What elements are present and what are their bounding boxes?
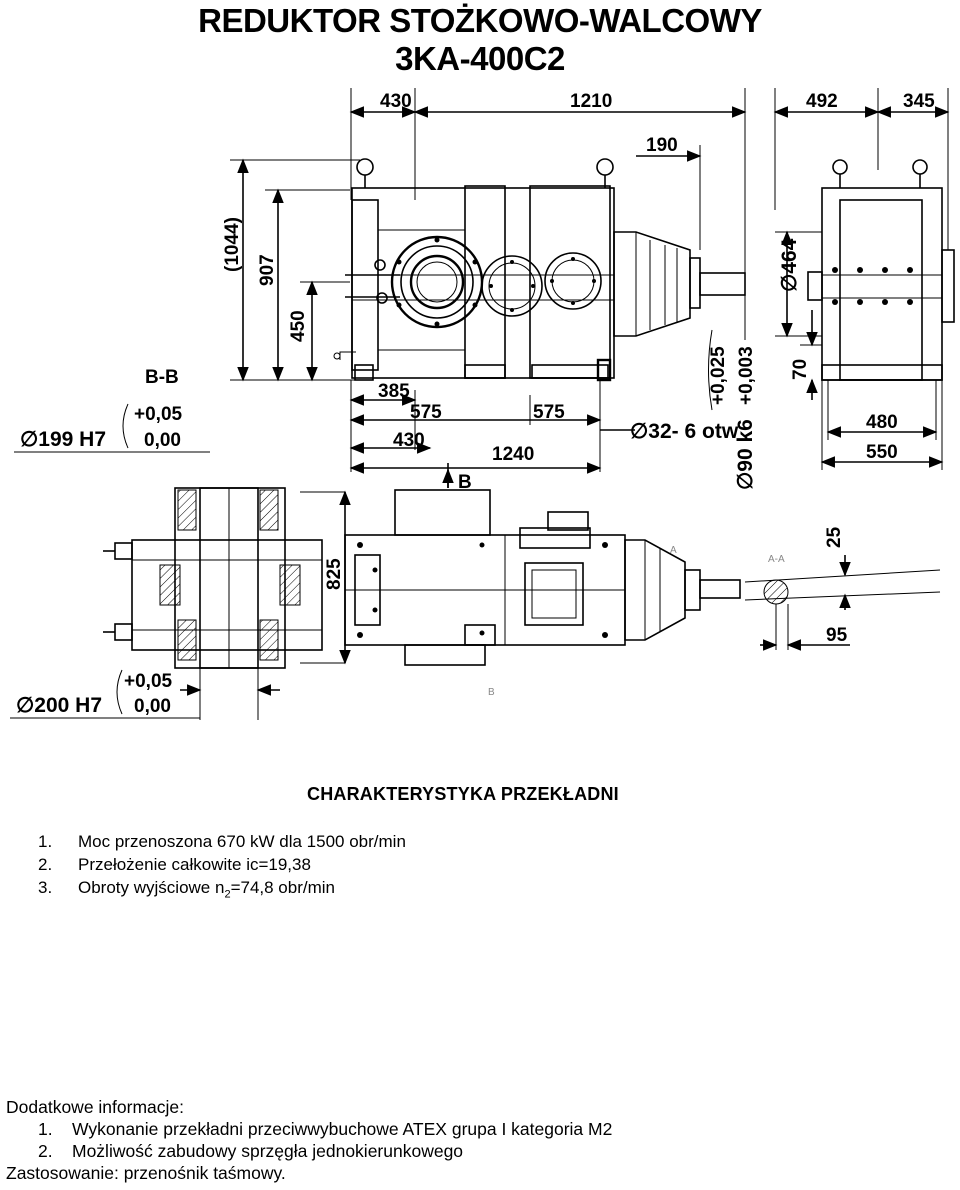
- list-item: 1. Wykonanie przekładni przeciwwybuchowe…: [6, 1118, 612, 1140]
- section-a-marker: A: [670, 545, 677, 556]
- item-text: Wykonanie przekładni przeciwwybuchowe AT…: [72, 1119, 613, 1139]
- dim-95: 95: [826, 625, 848, 646]
- item-number: 3.: [38, 878, 53, 897]
- dim-825: 825: [324, 558, 345, 590]
- list-item: 2. Możliwość zabudowy sprzęgła jednokier…: [6, 1140, 612, 1162]
- item-text: Obroty wyjściowe n2=74,8 obr/min: [78, 878, 335, 901]
- characteristics-list: 1. Moc przenoszona 670 kW dla 1500 obr/m…: [38, 830, 406, 906]
- top-dimensions: 430 1210 492 345 190: [349, 88, 950, 290]
- item-number: 1.: [38, 1119, 53, 1139]
- list-item: 1. Moc przenoszona 670 kW dla 1500 obr/m…: [38, 830, 406, 853]
- dim-430-bottom: 430: [393, 430, 425, 451]
- section-aa-label: A-A: [768, 554, 785, 565]
- dim-575-b: 575: [533, 402, 565, 423]
- dim-190: 190: [646, 135, 678, 156]
- dim-1044: (1044): [222, 217, 243, 272]
- section-b-marker: B: [488, 687, 495, 698]
- dim-550: 550: [866, 442, 898, 463]
- tol-90-upper: +0,025: [708, 346, 729, 405]
- vertical-dimensions: (1044) 907 450: [222, 158, 360, 382]
- bore-200: ∅200 H7: [16, 694, 102, 717]
- additional-info-heading: Dodatkowe informacje:: [6, 1097, 184, 1117]
- bore-199: ∅199 H7: [20, 428, 106, 451]
- dim-907: 907: [257, 254, 278, 286]
- dim-345: 345: [903, 91, 935, 112]
- dim-1240: 1240: [492, 444, 534, 465]
- side-view: 70 ∅464 480 550: [775, 159, 955, 470]
- dim-diam-90: ∅90 k6: [734, 419, 757, 490]
- list-item: 2. Przełożenie całkowite ic=19,38: [38, 853, 406, 876]
- dim-450: 450: [288, 310, 309, 342]
- tol-90-lower: +0,003: [736, 346, 757, 405]
- dim-575-a: 575: [410, 402, 442, 423]
- item-number: 2.: [38, 1141, 53, 1161]
- dim-430-top: 430: [380, 91, 412, 112]
- dim-holes: ∅32- 6 otw: [630, 420, 739, 443]
- list-item: 3. Obroty wyjściowe n2=74,8 obr/min: [38, 876, 406, 906]
- tol-200-lower: 0,00: [134, 696, 171, 717]
- dim-492: 492: [806, 91, 838, 112]
- item-text: Przełożenie całkowite ic=19,38: [78, 855, 311, 874]
- bottom-dimensions: 385 575 575 430 1240 ∅32- 6 otw B: [349, 380, 739, 493]
- plan-view: A-A A B 95 25 825 ∅200 H7 +0,05 0,00: [10, 487, 941, 720]
- technical-drawing: 430 1210 492 345 190 (1044) 907 450: [10, 88, 955, 720]
- dim-1210: 1210: [570, 91, 612, 112]
- dim-385: 385: [378, 381, 410, 402]
- item-number: 1.: [38, 832, 53, 851]
- input-shaft-dims: ∅90 k6 +0,025 +0,003: [708, 295, 757, 490]
- dim-480: 480: [866, 412, 898, 433]
- front-view: [333, 158, 746, 382]
- tol-199-lower: 0,00: [144, 430, 181, 451]
- characteristics-heading: CHARAKTERYSTYKA PRZEKŁADNI: [307, 784, 619, 804]
- item-text: Moc przenoszona 670 kW dla 1500 obr/min: [78, 832, 406, 851]
- dim-70: 70: [790, 359, 811, 380]
- item-text: Możliwość zabudowy sprzęgła jednokierunk…: [72, 1141, 464, 1161]
- dim-diam-464: ∅464: [778, 238, 801, 292]
- item-number: 2.: [38, 855, 53, 874]
- additional-info: Dodatkowe informacje: 1. Wykonanie przek…: [6, 1096, 612, 1184]
- section-bb-label: B-B: [145, 367, 179, 388]
- tol-199-upper: +0,05: [134, 404, 183, 425]
- section-b-arrow: B: [458, 472, 472, 493]
- drawing-model: 3KA-400C2: [395, 40, 565, 77]
- section-bb: B-B ∅199 H7 +0,05 0,00: [14, 367, 210, 453]
- dim-25: 25: [824, 526, 845, 548]
- drawing-title: REDUKTOR STOŻKOWO-WALCOWY: [198, 2, 762, 39]
- application-text: Zastosowanie: przenośnik taśmowy.: [6, 1163, 286, 1183]
- tol-200-upper: +0,05: [124, 671, 173, 692]
